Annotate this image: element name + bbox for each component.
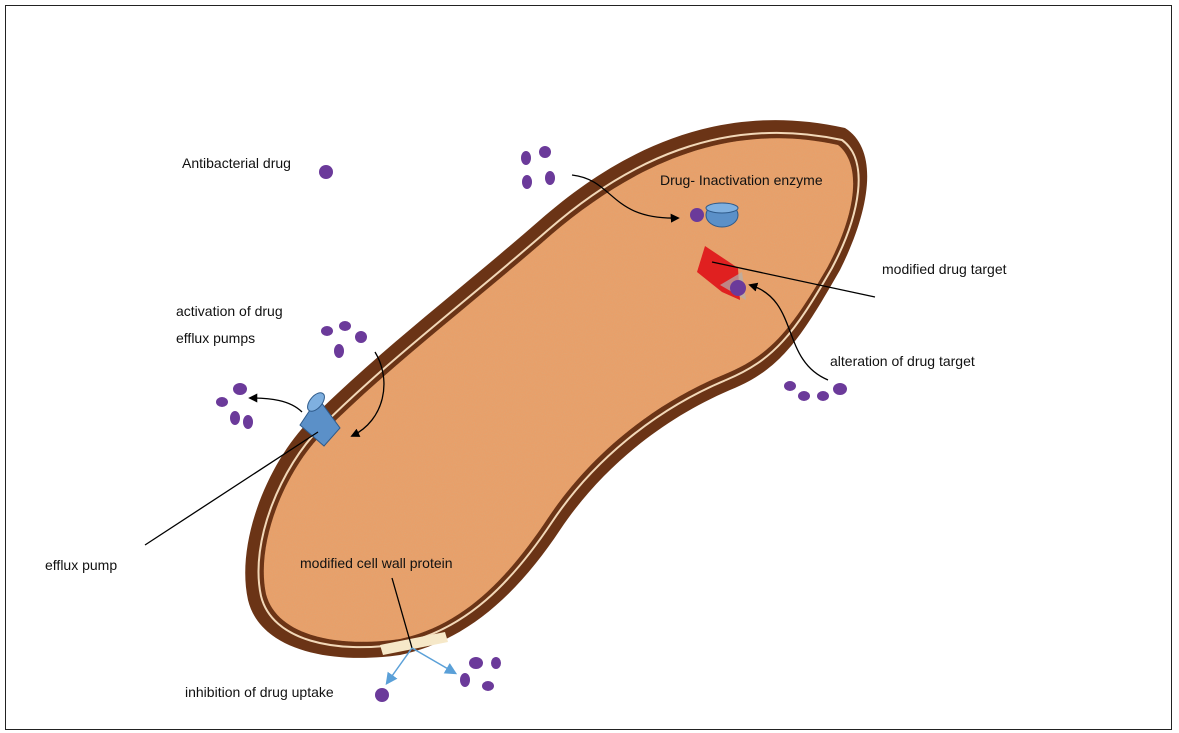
drug-molecule	[339, 321, 351, 331]
drug-molecule	[784, 381, 796, 391]
drug-molecule	[545, 171, 555, 185]
label-modified-cell-wall-protein: modified cell wall protein	[300, 555, 453, 571]
drug-molecule	[491, 657, 501, 669]
drug-molecule	[334, 344, 344, 358]
drug-molecule	[216, 397, 228, 407]
drug-molecule	[482, 681, 494, 691]
arrow-out-of-pump	[250, 398, 302, 412]
drug-molecule	[539, 146, 551, 158]
label-inactivation-enzyme: Drug- Inactivation enzyme	[660, 172, 823, 188]
label-alteration-of-drug-target: alteration of drug target	[830, 353, 975, 369]
label-inhibition-of-drug-uptake: inhibition of drug uptake	[185, 684, 334, 700]
drug-molecule	[230, 411, 240, 425]
label-activation-efflux-line1: activation of drug	[176, 303, 283, 319]
label-activation-efflux-line2: efflux pumps	[176, 330, 255, 346]
drug-molecule	[321, 326, 333, 336]
drug-molecule-legend	[319, 165, 333, 179]
drug-molecule	[521, 151, 531, 165]
drug-molecule	[375, 688, 389, 702]
drug-molecule-bound-enzyme	[690, 208, 704, 222]
drug-molecule	[469, 657, 483, 669]
bacterial-cell	[245, 120, 867, 658]
drug-molecule	[233, 383, 247, 395]
uptake-arrow-right	[412, 648, 455, 673]
drug-molecule	[355, 331, 367, 343]
drug-molecule	[243, 415, 253, 429]
drug-molecule	[833, 383, 847, 395]
drug-molecule	[460, 673, 470, 687]
drug-molecule	[522, 175, 532, 189]
label-modified-drug-target: modified drug target	[882, 261, 1007, 277]
drug-molecule	[817, 391, 829, 401]
label-efflux-pump: efflux pump	[45, 557, 117, 573]
drug-molecule	[798, 391, 810, 401]
label-antibacterial-drug: Antibacterial drug	[182, 155, 291, 171]
drug-molecule-at-target	[730, 280, 746, 296]
